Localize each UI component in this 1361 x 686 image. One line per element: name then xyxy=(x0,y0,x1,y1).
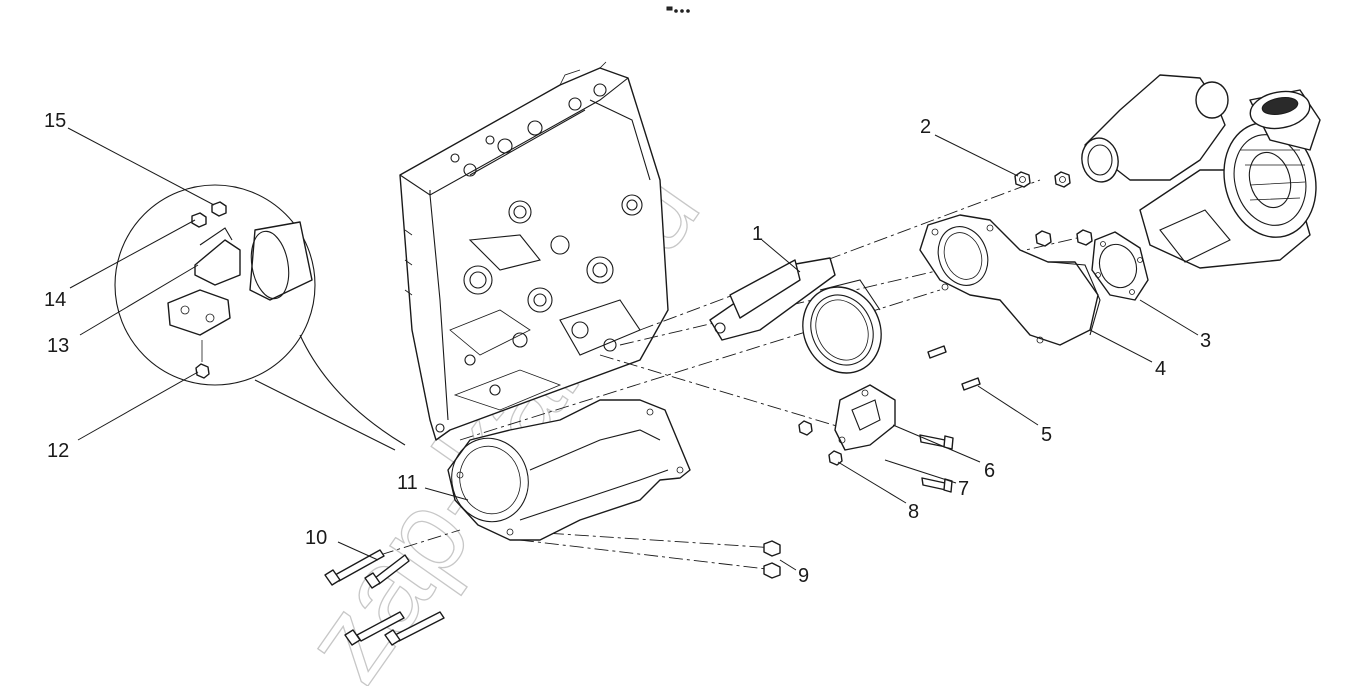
part-7-bolt xyxy=(921,477,953,493)
leader-13 xyxy=(79,264,199,336)
part-11-exhaust-pipe xyxy=(447,399,691,541)
page-mark-icon xyxy=(666,6,690,13)
callout-2: 2 xyxy=(920,116,931,138)
callout-14: 14 xyxy=(44,289,66,311)
callout-1: 1 xyxy=(752,223,763,245)
callout-5: 5 xyxy=(1041,424,1052,446)
callout-4: 4 xyxy=(1155,358,1166,380)
callout-12: 12 xyxy=(47,440,69,462)
leader-14 xyxy=(69,219,196,289)
callout-6: 6 xyxy=(984,460,995,482)
part-3-gasket xyxy=(1091,231,1149,301)
callout-10: 10 xyxy=(305,527,327,549)
leader-5 xyxy=(977,385,1039,426)
leader-11 xyxy=(424,487,469,501)
detail-view-bubble xyxy=(114,184,406,451)
part-5-studs xyxy=(927,345,981,391)
leader-4 xyxy=(1089,329,1153,363)
turbocharger xyxy=(1081,74,1321,269)
part-4-elbow-pipe xyxy=(919,214,1101,346)
callout-7: 7 xyxy=(958,478,969,500)
leader-12 xyxy=(77,371,199,441)
leader-lines xyxy=(67,127,1199,571)
leader-2 xyxy=(934,134,1019,177)
callout-13: 13 xyxy=(47,335,69,357)
leader-3 xyxy=(1139,299,1199,336)
part-2-nuts xyxy=(1014,171,1093,247)
leader-10 xyxy=(337,541,379,561)
leader-9 xyxy=(779,559,797,571)
callout-15: 15 xyxy=(44,110,66,132)
part-8-nuts xyxy=(798,420,843,466)
part-6-bracket xyxy=(834,384,896,451)
callout-8: 8 xyxy=(908,501,919,523)
callout-3: 3 xyxy=(1200,330,1211,352)
leader-8 xyxy=(837,461,907,504)
part-9-bolts xyxy=(763,540,781,579)
callout-11: 11 xyxy=(397,472,418,494)
part-1-exhaust-brake xyxy=(709,257,882,374)
leader-6 xyxy=(892,424,981,463)
callout-9: 9 xyxy=(798,565,809,587)
part-6-bolt xyxy=(919,434,954,450)
leader-15 xyxy=(67,127,215,206)
part-10-long-bolts xyxy=(324,549,445,646)
engine-block xyxy=(399,61,669,441)
leader-1 xyxy=(761,239,801,273)
leader-7 xyxy=(884,459,957,484)
callout-labels: 1 2 3 4 5 6 7 8 9 10 11 12 13 14 15 xyxy=(44,110,1211,587)
